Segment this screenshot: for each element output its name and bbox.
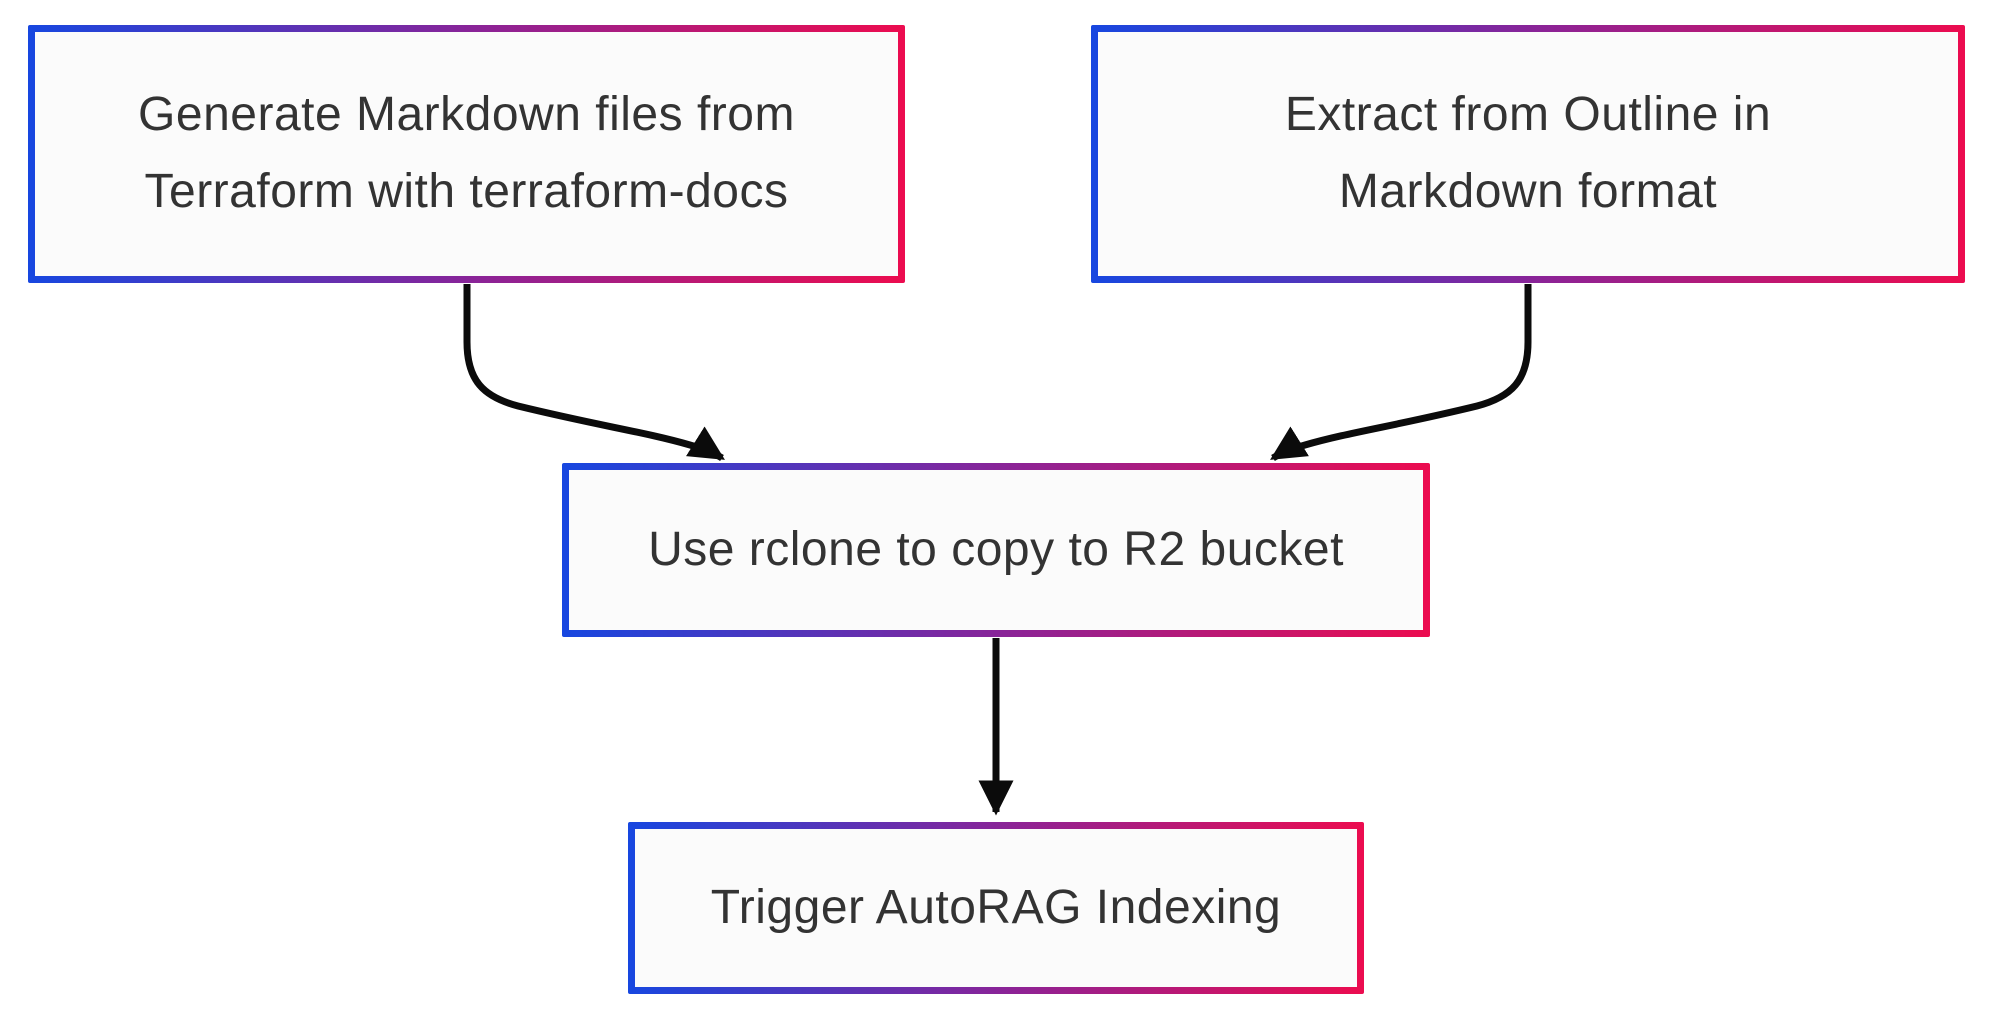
node-terraform-docs-label: Generate Markdown files from Terraform w… <box>138 88 795 218</box>
edge-outline-to-rclone <box>1270 284 1532 461</box>
node-autorag-indexing-label: Trigger AutoRAG Indexing <box>710 880 1282 934</box>
node-autorag-indexing-body: Trigger AutoRAG Indexing <box>635 829 1357 987</box>
node-outline-extract-label: Extract from Outline in Markdown format <box>1284 88 1772 218</box>
node-rclone-copy-label: Use rclone to copy to R2 bucket <box>648 522 1344 576</box>
node-terraform-docs: Generate Markdown files from Terraform w… <box>28 25 905 283</box>
node-terraform-docs-body: Generate Markdown files from Terraform w… <box>35 32 898 276</box>
edge-terraform-to-rclone <box>463 284 725 461</box>
node-outline-extract: Extract from Outline in Markdown format <box>1091 25 1965 283</box>
node-rclone-copy: Use rclone to copy to R2 bucket <box>562 463 1430 637</box>
node-rclone-copy-body: Use rclone to copy to R2 bucket <box>569 470 1423 630</box>
node-outline-extract-body: Extract from Outline in Markdown format <box>1098 32 1958 276</box>
node-autorag-indexing: Trigger AutoRAG Indexing <box>628 822 1364 994</box>
